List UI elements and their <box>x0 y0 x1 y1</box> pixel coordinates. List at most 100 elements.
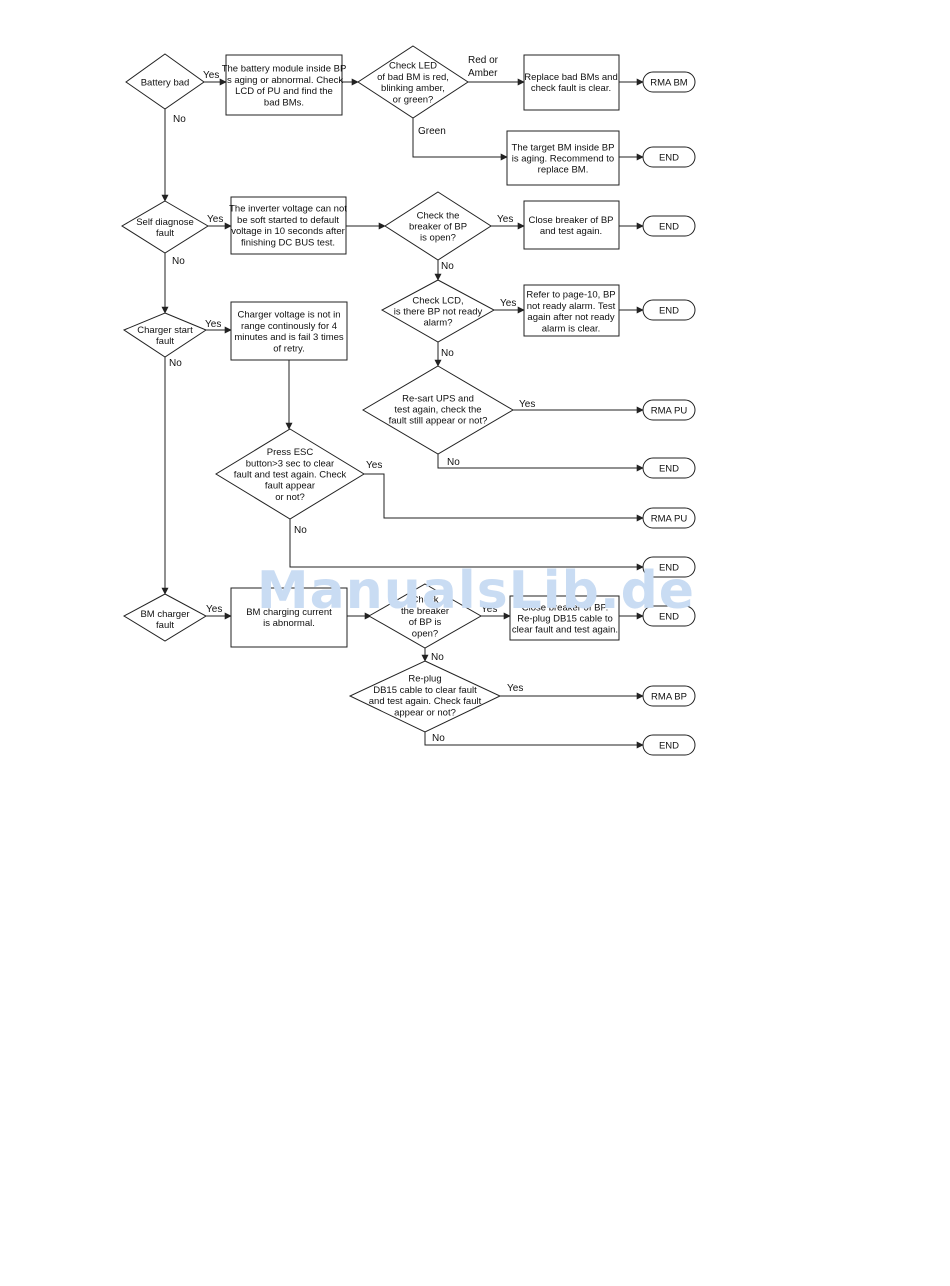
node-text: END <box>659 306 679 317</box>
node-text-line: Check LCD, <box>412 295 463 306</box>
watermark: ManualsLib.de <box>257 561 695 621</box>
node-text-line: fault <box>156 620 174 631</box>
terminal-rma-bp: RMA BP <box>642 685 696 707</box>
node-text-line: Check the <box>417 210 460 221</box>
node-text-line: RMA BP <box>651 692 687 703</box>
terminal-rma-pu-2: RMA PU <box>642 507 696 529</box>
node-text-line: fault appear <box>265 481 315 492</box>
node-text-line: of BP is <box>409 617 442 628</box>
node-text-line: Press ESC <box>267 447 314 458</box>
edge-label-yes: Yes <box>519 399 535 410</box>
edge-label-no: No <box>173 114 186 125</box>
node-text: RMA PU <box>651 406 688 417</box>
edge-label-green: Green <box>418 126 446 137</box>
node-text-line: Battery bad <box>141 78 190 89</box>
edge-label-no: No <box>169 358 182 369</box>
edge-label-no: No <box>441 261 454 272</box>
node-text-line: and test again. Check fault <box>369 696 482 707</box>
node-text: END <box>659 563 679 574</box>
edge-label-yes: Yes <box>366 460 382 471</box>
node-text-line: fault and test again. Check <box>234 470 347 481</box>
node-text: RMA BM <box>650 78 688 89</box>
node-text-line: Charger voltage is not in <box>238 310 341 321</box>
node-text-line: END <box>659 464 679 475</box>
node-text-line: RMA BM <box>650 78 688 89</box>
terminal-end-1: END <box>642 146 696 168</box>
node-text-line: RMA PU <box>651 406 688 417</box>
node-text-line: alarm? <box>423 318 452 329</box>
nodes: Battery bad The battery module inside BP… <box>121 45 696 756</box>
node-text: END <box>659 464 679 475</box>
node-text-line: is aging or abnormal. Check <box>225 75 344 86</box>
node-text-line: LCD of PU and find the <box>235 86 333 97</box>
node-text-line: BM charging current <box>246 607 332 618</box>
edge-label-no: No <box>432 733 445 744</box>
terminal-end-4: END <box>642 457 696 479</box>
node-text-line: Self diagnose <box>136 217 194 228</box>
node-text-line: The battery module inside BP <box>222 64 347 75</box>
node-text-line: fault <box>156 336 174 347</box>
node-text-line: button>3 sec to clear <box>246 458 334 469</box>
node-text-line: RMA PU <box>651 514 688 525</box>
node-text: END <box>659 222 679 233</box>
node-text-line: Refer to page-10, BP <box>526 290 615 301</box>
node-text-line: Check <box>412 595 439 606</box>
node-text: END <box>659 741 679 752</box>
node-text-line: or green? <box>393 94 434 105</box>
process-close-replug: Close breaker of BP.Re-plug DB15 cable t… <box>509 595 620 641</box>
edge-label-yes: Yes <box>497 214 513 225</box>
node-text-line: is there BP not ready <box>394 307 483 318</box>
edge-label-yes: Yes <box>500 298 516 309</box>
node-text-line: and test again. <box>540 226 602 237</box>
edge-label-no: No <box>441 348 454 359</box>
node-text-line: alarm is clear. <box>542 323 601 334</box>
decision-battery-bad: Battery bad <box>125 53 205 110</box>
node-text-line: Close breaker of BP. <box>522 602 608 613</box>
node-text-line: fault <box>156 228 174 239</box>
node-text-line: The target BM inside BP <box>512 142 615 153</box>
node-text-line: END <box>659 306 679 317</box>
edge-label-red-or: Red or <box>468 55 499 66</box>
node-text-line: finishing DC BUS test. <box>241 237 335 248</box>
edge-label-yes: Yes <box>205 319 221 330</box>
node-text-line: is abnormal. <box>263 618 315 629</box>
edge-esc-no <box>289 519 644 571</box>
node-text-line: Check LED <box>389 61 437 72</box>
terminal-end-3: END <box>642 299 696 321</box>
node-text-line: is aging. Recommend to <box>512 154 614 165</box>
node-text-line: clear fault and test again. <box>512 625 618 636</box>
node-text-line: the breaker <box>401 606 449 617</box>
node-text-line: open? <box>412 628 438 639</box>
node-text-line: check fault is clear. <box>531 83 611 94</box>
terminal-end-6: END <box>642 605 696 627</box>
terminal-rma-bm: RMA BM <box>642 71 696 93</box>
edge-restart-no <box>437 454 644 472</box>
node-text-line: Re-plug <box>408 674 441 685</box>
edge-label-no: No <box>447 457 460 468</box>
